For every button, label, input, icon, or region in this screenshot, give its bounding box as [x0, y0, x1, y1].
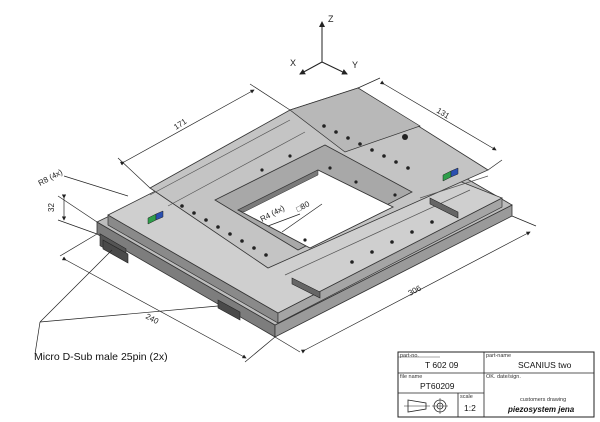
axis-y-label: Y [352, 60, 358, 70]
dim-radius-outer: R8 (4x) [37, 167, 65, 187]
company-name: piezosystem jena [507, 405, 575, 414]
part-name-label: part-name [486, 353, 511, 359]
axis-z-label: Z [328, 14, 334, 24]
scale-label: scale [460, 394, 473, 400]
part-no-value: T 602 09 [425, 360, 459, 370]
status-leds [147, 167, 459, 225]
dim-height: 32 [47, 203, 56, 212]
ok-label: OK. date/sign. [486, 374, 521, 380]
projection-symbol-icon [404, 398, 448, 414]
part-name-value: SCANIUS two [518, 360, 572, 370]
scale-value: 1:2 [464, 403, 476, 413]
file-name-label: file name [400, 374, 422, 380]
axis-x-label: X [290, 58, 296, 68]
dimension-lines [34, 77, 537, 363]
part-no-label: part-no. [400, 353, 419, 359]
dim-overall-length: 306 [407, 283, 423, 297]
axis-triad: Z X Y [290, 14, 358, 75]
connector-callout: Micro D-Sub male 25pin (2x) [34, 351, 168, 363]
drawing-type: customers drawing [520, 397, 566, 403]
file-name-value: PT60209 [420, 381, 455, 391]
dim-top-width: 131 [435, 106, 452, 121]
dim-top-length: 171 [172, 117, 189, 132]
dim-overall-width: 240 [144, 312, 160, 326]
title-block: part-no. T 602 09 part-name SCANIUS two … [397, 351, 595, 418]
